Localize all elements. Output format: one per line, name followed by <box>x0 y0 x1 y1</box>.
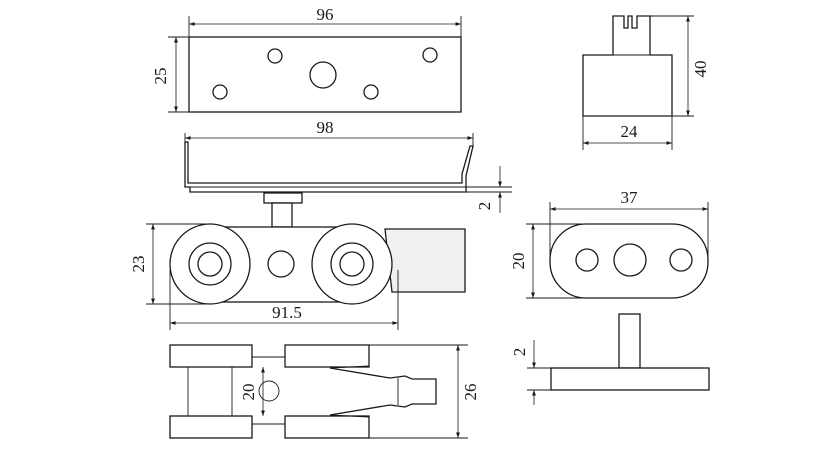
side-block <box>582 15 673 117</box>
mount-hole <box>363 84 379 100</box>
bottom-wheel <box>169 344 253 368</box>
top-plate-view: 96 25 <box>151 5 462 113</box>
carriage-tail <box>384 228 466 293</box>
carriage-view: 23 91.5 <box>129 192 466 330</box>
mount-hole <box>422 47 438 63</box>
dim-label-carriage-height: 23 <box>129 256 148 273</box>
pin-base-plate <box>550 367 710 391</box>
dim-label-top-plate-width: 96 <box>317 5 334 24</box>
mount-hole <box>267 48 283 64</box>
bottom-wheel <box>169 415 253 439</box>
dim-label-top-plate-height: 25 <box>151 68 170 85</box>
wheel-bore <box>197 251 223 277</box>
stem-shaft <box>271 202 293 228</box>
dim-label-rail-thickness: 2 <box>475 202 494 211</box>
dim-label-side-block-height: 40 <box>691 61 710 78</box>
dim-label-pin-plate-thickness: 2 <box>510 348 529 357</box>
spring-arm <box>329 367 437 416</box>
dim-label-carriage-length: 91.5 <box>272 303 302 322</box>
dim-label-rail-length: 98 <box>317 118 334 137</box>
dim-label-side-block-width: 24 <box>621 122 639 141</box>
pin <box>618 313 641 369</box>
bottom-wheel <box>284 415 370 439</box>
link-plate-view: 37 20 <box>509 188 709 299</box>
center-pin-hole <box>267 250 295 278</box>
rail-view: 98 2 <box>184 118 512 213</box>
dim-label-bottom-inner-width: 20 <box>239 384 258 401</box>
rail-profile <box>184 141 474 193</box>
plate-center-hole <box>613 243 647 277</box>
bottom-view: 20 26 <box>169 344 480 439</box>
wheel-bore <box>339 251 365 277</box>
side-block-view: 40 24 <box>582 15 710 150</box>
pin-plate-view: 2 <box>510 313 710 405</box>
dim-label-bottom-outer-width: 26 <box>461 384 480 401</box>
plate-hole <box>575 248 599 272</box>
bottom-wheel <box>284 344 370 368</box>
center-hole <box>309 61 337 89</box>
dim-label-link-plate-width: 37 <box>621 188 639 207</box>
pivot-circle <box>258 380 280 402</box>
stem <box>263 192 303 204</box>
dim-label-link-plate-height: 20 <box>509 253 528 270</box>
plate-hole <box>669 248 693 272</box>
mount-hole <box>212 84 228 100</box>
